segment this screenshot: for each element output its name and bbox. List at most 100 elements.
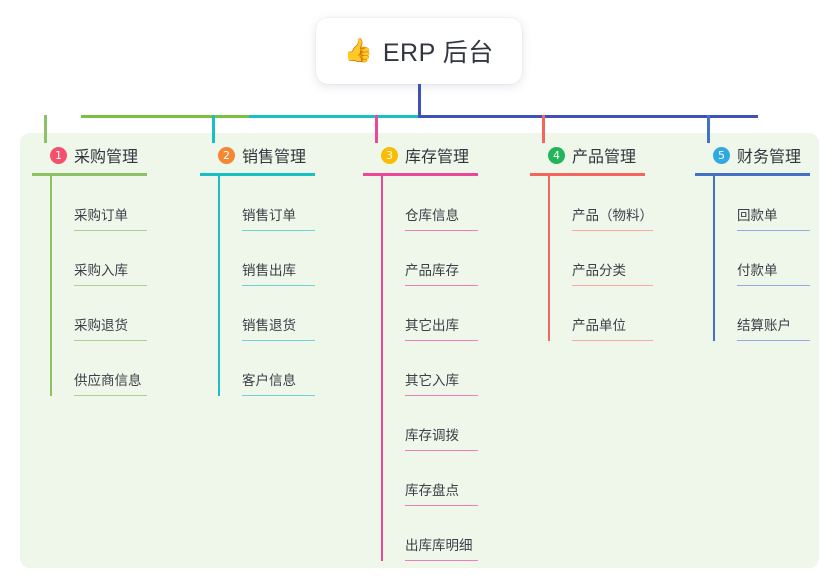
bus-connector-middle — [249, 115, 419, 118]
column-header-rule — [200, 173, 315, 176]
list-item[interactable]: 产品单位 — [560, 286, 653, 341]
list-item-label: 产品（物料） — [572, 207, 653, 223]
list-item-label: 库存盘点 — [405, 482, 459, 498]
list-item-rule — [572, 229, 653, 231]
list-item[interactable]: 库存盘点 — [393, 451, 478, 506]
list-item[interactable]: 产品库存 — [393, 231, 478, 286]
bus-connector-right — [418, 115, 758, 118]
list-item-rule — [74, 229, 147, 231]
column-drop-connector-2 — [212, 115, 215, 143]
column-header-4[interactable]: 4 产品管理 — [530, 143, 653, 167]
list-item[interactable]: 出库库明细 — [393, 506, 478, 561]
list-item-label: 库存调拨 — [405, 427, 459, 443]
list-item[interactable]: 其它出库 — [393, 286, 478, 341]
list-item[interactable]: 产品（物料） — [560, 176, 653, 231]
column-spine-connector — [381, 176, 383, 561]
column-number-badge: 3 — [381, 146, 398, 164]
column-drop-connector-1 — [44, 115, 47, 143]
column-header-1[interactable]: 1 采购管理 — [32, 143, 147, 167]
list-item[interactable]: 采购订单 — [62, 176, 147, 231]
list-item-label: 采购退货 — [74, 317, 128, 333]
list-item[interactable]: 回款单 — [725, 176, 810, 231]
list-item-label: 产品单位 — [572, 317, 626, 333]
column-number-badge: 1 — [50, 146, 67, 164]
root-node-card: 👍 ERP 后台 — [316, 18, 522, 84]
list-item-label: 产品分类 — [572, 262, 626, 278]
column-items: 销售订单销售出库销售退货客户信息 — [218, 176, 315, 396]
column-number-badge: 5 — [713, 146, 730, 164]
bus-connector-left — [81, 115, 250, 118]
list-item[interactable]: 供应商信息 — [62, 341, 147, 396]
list-item-rule — [405, 394, 478, 396]
list-item-label: 结算账户 — [737, 317, 791, 333]
list-item-label: 采购入库 — [74, 262, 128, 278]
column-header-rule — [695, 173, 810, 176]
column-title: 采购管理 — [74, 149, 139, 166]
list-item-rule — [74, 394, 147, 396]
list-item-rule — [405, 339, 478, 341]
list-item-rule — [737, 229, 810, 231]
list-item-rule — [737, 284, 810, 286]
list-item[interactable]: 其它入库 — [393, 341, 478, 396]
column-spine-connector — [218, 176, 220, 396]
thumbs-up-icon: 👍 — [344, 37, 373, 64]
column-items: 采购订单采购入库采购退货供应商信息 — [50, 176, 147, 396]
column-4: 4 产品管理产品（物料） 产品分类产品单位 — [530, 143, 653, 341]
list-item-rule — [405, 449, 478, 451]
column-header-rule — [32, 173, 147, 176]
column-header-rule — [530, 173, 645, 176]
column-3: 3 库存管理仓库信息产品库存其它出库其它入库库存调拨库存盘点出库库明细 — [363, 143, 478, 561]
list-item-label: 仓库信息 — [405, 207, 459, 223]
list-item-label: 销售订单 — [242, 207, 296, 223]
list-item-label: 销售出库 — [242, 262, 296, 278]
list-item-rule — [242, 394, 315, 396]
column-number-badge: 4 — [548, 146, 565, 164]
list-item[interactable]: 销售订单 — [230, 176, 315, 231]
column-drop-connector-3 — [375, 115, 378, 143]
list-item-label: 出库库明细 — [405, 537, 473, 553]
list-item-rule — [405, 284, 478, 286]
list-item[interactable]: 销售退货 — [230, 286, 315, 341]
list-item-label: 采购订单 — [74, 207, 128, 223]
list-item-rule — [405, 229, 478, 231]
list-item-rule — [242, 339, 315, 341]
list-item-rule — [242, 229, 315, 231]
list-item-label: 产品库存 — [405, 262, 459, 278]
list-item-label: 销售退货 — [242, 317, 296, 333]
column-1: 1 采购管理采购订单采购入库采购退货供应商信息 — [32, 143, 147, 396]
column-items: 回款单付款单结算账户 — [713, 176, 810, 341]
column-title: 财务管理 — [737, 149, 802, 166]
column-spine-connector — [548, 176, 550, 341]
column-title: 库存管理 — [405, 149, 470, 166]
list-item[interactable]: 仓库信息 — [393, 176, 478, 231]
list-item[interactable]: 采购退货 — [62, 286, 147, 341]
list-item[interactable]: 结算账户 — [725, 286, 810, 341]
list-item-label: 供应商信息 — [74, 372, 142, 388]
list-item[interactable]: 产品分类 — [560, 231, 653, 286]
column-drop-connector-4 — [542, 115, 545, 143]
column-title: 产品管理 — [572, 149, 637, 166]
list-item[interactable]: 客户信息 — [230, 341, 315, 396]
list-item-label: 付款单 — [737, 262, 778, 278]
column-header-2[interactable]: 2 销售管理 — [200, 143, 315, 167]
list-item-label: 其它入库 — [405, 372, 459, 388]
column-spine-connector — [713, 176, 715, 341]
column-number-badge: 2 — [218, 146, 235, 164]
column-header-5[interactable]: 5 财务管理 — [695, 143, 810, 167]
list-item-rule — [572, 284, 653, 286]
list-item-label: 客户信息 — [242, 372, 296, 388]
column-2: 2 销售管理销售订单销售出库销售退货客户信息 — [200, 143, 315, 396]
list-item[interactable]: 付款单 — [725, 231, 810, 286]
column-title: 销售管理 — [242, 149, 307, 166]
column-spine-connector — [50, 176, 52, 396]
list-item-rule — [405, 504, 478, 506]
column-5: 5 财务管理回款单付款单结算账户 — [695, 143, 810, 341]
diagram-panel — [20, 133, 819, 568]
list-item[interactable]: 销售出库 — [230, 231, 315, 286]
list-item[interactable]: 库存调拨 — [393, 396, 478, 451]
list-item-rule — [572, 339, 653, 341]
column-drop-connector-5 — [707, 115, 710, 143]
column-items: 仓库信息产品库存其它出库其它入库库存调拨库存盘点出库库明细 — [381, 176, 478, 561]
list-item[interactable]: 采购入库 — [62, 231, 147, 286]
column-header-3[interactable]: 3 库存管理 — [363, 143, 478, 167]
